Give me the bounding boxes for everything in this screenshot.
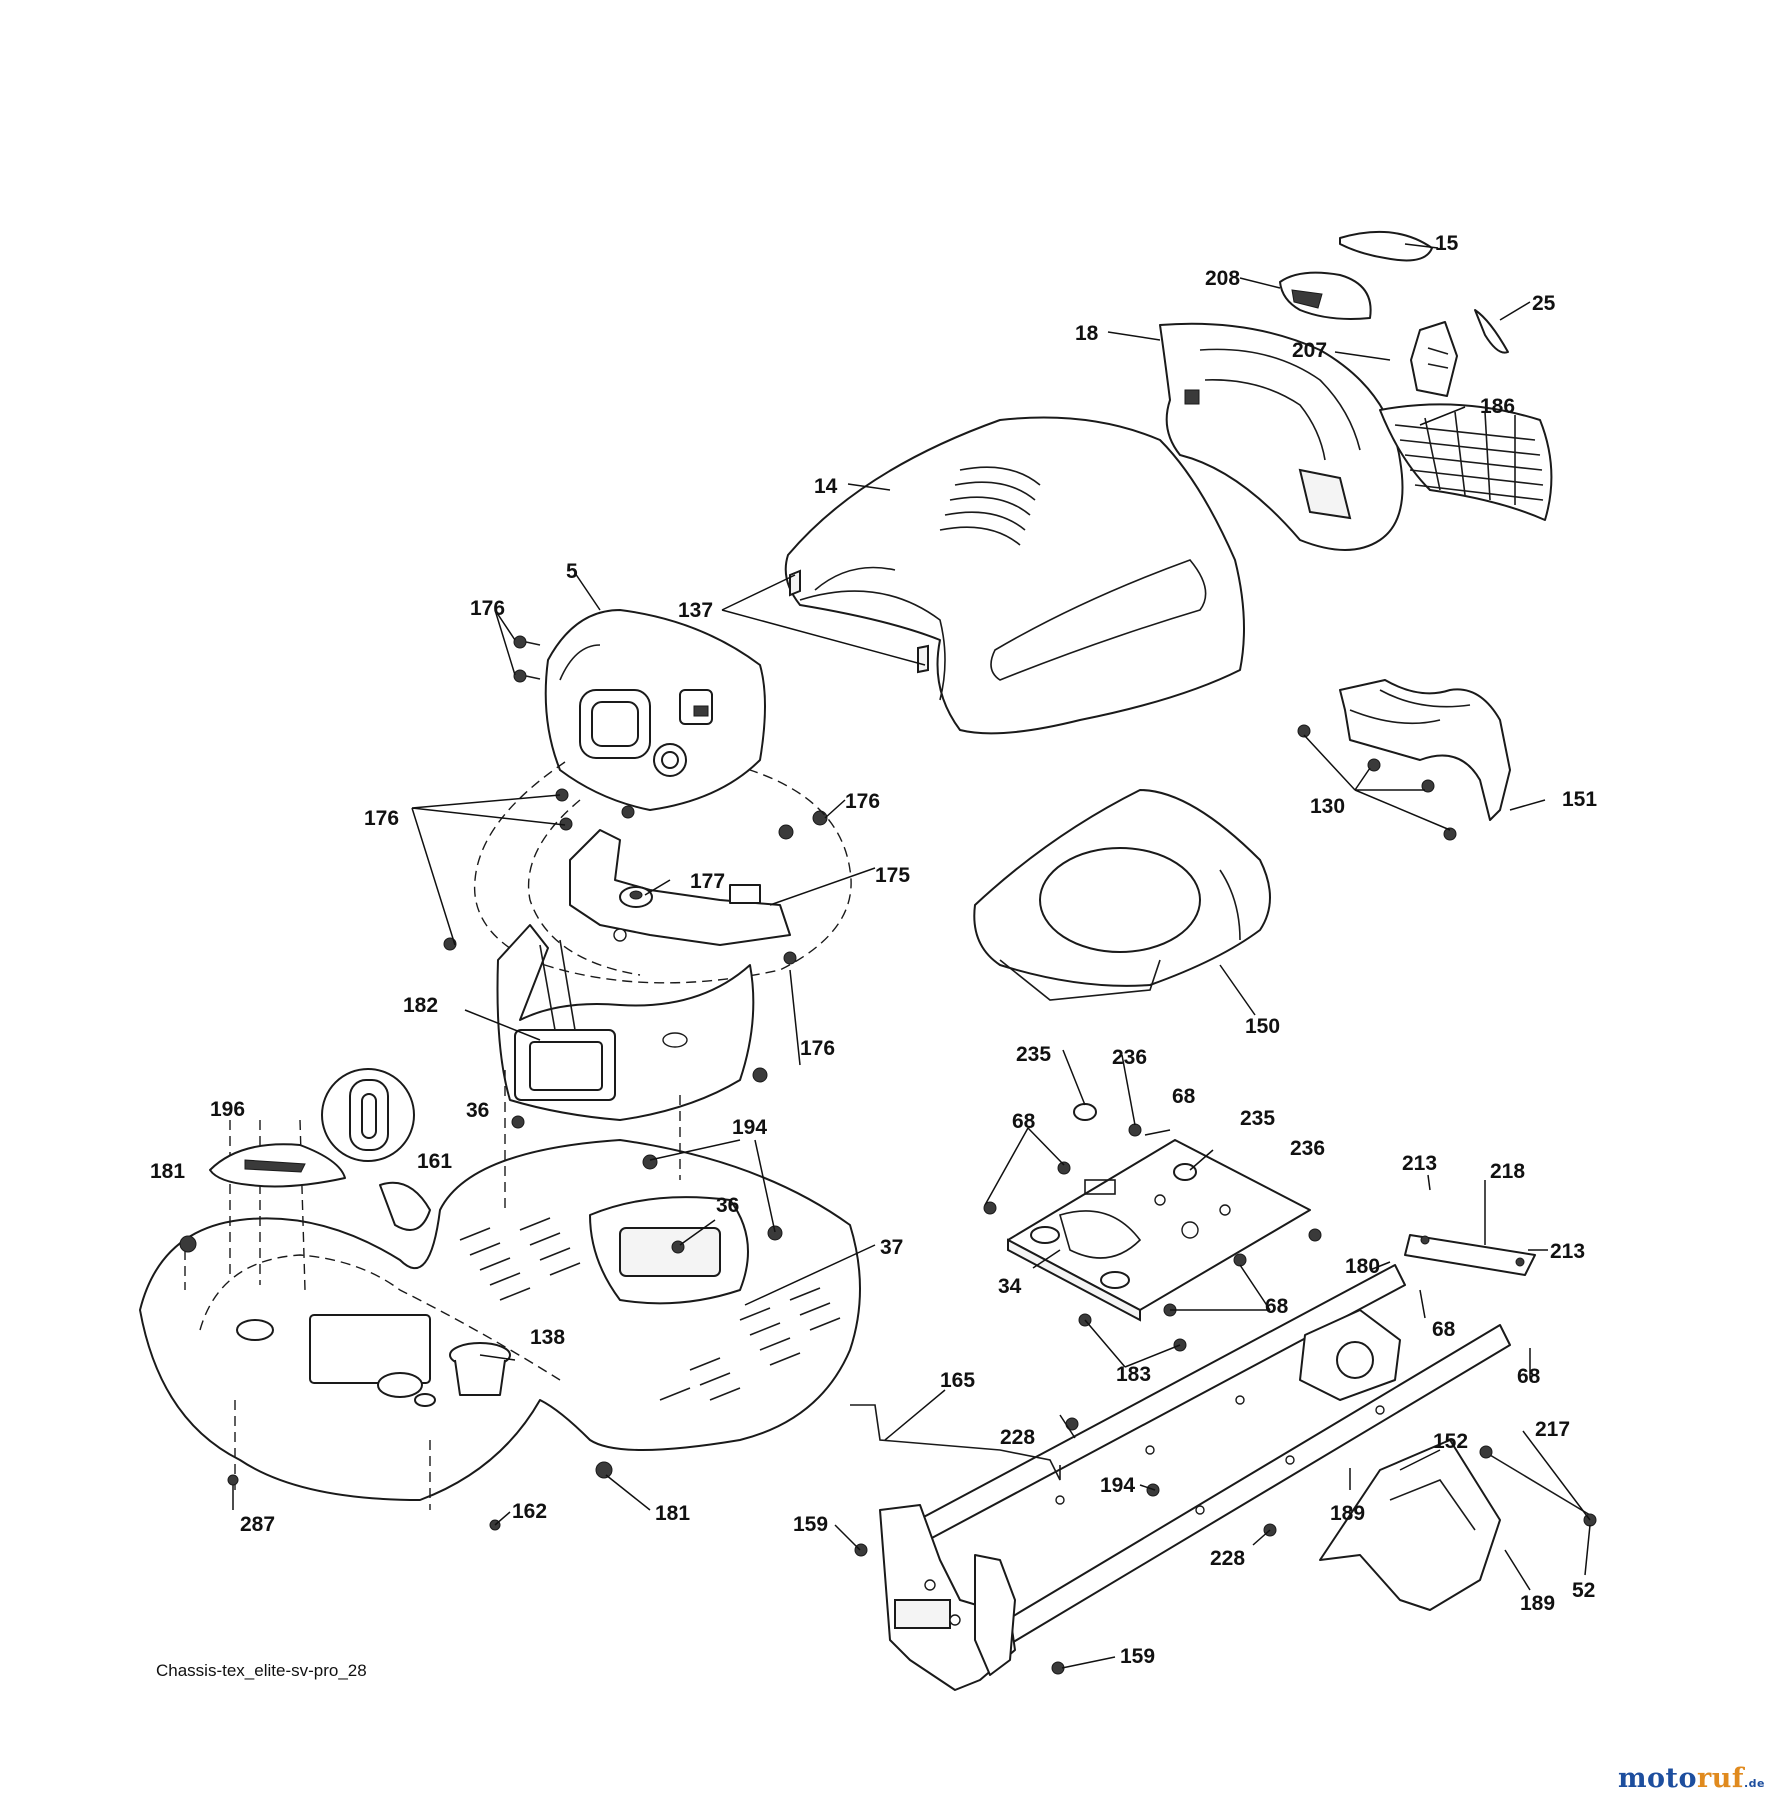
headlight-housing-part	[1279, 271, 1372, 320]
steering-column-cover-part	[496, 924, 755, 1121]
headlight-bracket-part	[1410, 321, 1458, 397]
callout-159-b: 159	[1120, 1645, 1155, 1668]
rear-hitch-plate-part	[1319, 1439, 1501, 1611]
callout-176-top: 176	[470, 597, 505, 620]
chassis-frame-part	[879, 1264, 1511, 1691]
callout-15: 15	[1435, 232, 1459, 255]
motoruf-logo: motoruf.de	[1618, 1763, 1765, 1794]
callout-176-left: 176	[364, 807, 399, 830]
callout-208: 208	[1205, 267, 1240, 290]
callout-130: 130	[1310, 795, 1345, 818]
callout-175: 175	[875, 864, 910, 887]
callout-207: 207	[1292, 339, 1327, 362]
callout-235-b: 235	[1240, 1107, 1275, 1130]
callout-189-a: 189	[1330, 1502, 1365, 1525]
brake-rod-part	[850, 1404, 1061, 1481]
logo-text-part2: ruf	[1697, 1763, 1744, 1794]
callout-14: 14	[814, 475, 838, 498]
callout-152: 152	[1433, 1430, 1468, 1453]
callout-196: 196	[210, 1098, 245, 1121]
grille-mesh-part	[1379, 403, 1553, 521]
callout-217: 217	[1535, 1418, 1570, 1441]
hood-clip-part	[917, 644, 929, 674]
callout-37: 37	[880, 1236, 903, 1259]
callout-189-b: 189	[1520, 1592, 1555, 1615]
seat-switch-inset	[321, 1068, 415, 1162]
callout-236-a: 236	[1112, 1046, 1147, 1069]
callout-218: 218	[1490, 1160, 1525, 1183]
callout-176-bottom: 176	[800, 1037, 835, 1060]
ignition-switch-part	[619, 886, 653, 908]
callout-194-a: 194	[732, 1116, 767, 1139]
fender-dash-guides	[184, 1070, 681, 1510]
callout-228-b: 228	[1210, 1547, 1245, 1570]
callout-36-a: 36	[466, 1099, 489, 1122]
callout-68-e: 68	[1517, 1365, 1541, 1388]
callout-213-a: 213	[1402, 1152, 1437, 1175]
callout-235-a: 235	[1016, 1043, 1051, 1066]
callout-25: 25	[1532, 292, 1556, 315]
callout-182: 182	[403, 994, 438, 1017]
callout-68-d: 68	[1432, 1318, 1456, 1341]
callout-181-a: 181	[150, 1160, 185, 1183]
engine-shroud-part	[973, 789, 1271, 1001]
callout-34: 34	[998, 1275, 1022, 1298]
callout-labels: 15 208 25 18 207 186 14 5 137 176 176 17…	[150, 232, 1597, 1668]
callout-36-b: 36	[716, 1194, 739, 1217]
diagram-caption: Chassis-tex_elite-sv-pro_28	[156, 1661, 367, 1680]
callout-18: 18	[1075, 322, 1099, 345]
callout-151: 151	[1562, 788, 1597, 811]
callout-68-b: 68	[1012, 1110, 1036, 1133]
callout-52: 52	[1572, 1579, 1595, 1602]
fuel-cap-part	[449, 1342, 511, 1396]
callout-181-b: 181	[655, 1502, 690, 1525]
logo-text-part1: moto	[1617, 1763, 1697, 1794]
hood-bracket-screws	[1297, 724, 1457, 841]
callout-287: 287	[240, 1513, 275, 1536]
dashboard-screws	[443, 635, 828, 1083]
callout-161: 161	[417, 1150, 452, 1173]
hood-part	[784, 416, 1245, 735]
hood-hinge-bracket-part	[1339, 679, 1511, 821]
dashboard-panel-part	[544, 609, 766, 811]
assembly-guide-lines-2	[527, 799, 641, 976]
callout-186: 186	[1480, 395, 1515, 418]
seat-switch-part	[379, 1181, 431, 1231]
callout-68-a: 68	[1172, 1085, 1196, 1108]
callout-150: 150	[1245, 1015, 1280, 1038]
logo-tld: .de	[1743, 1777, 1765, 1790]
callout-176-right: 176	[845, 790, 880, 813]
seat-adjust-lever-part	[209, 1143, 346, 1188]
callout-5: 5	[566, 560, 578, 583]
rear-fender-part	[139, 1139, 861, 1501]
hood-nose-part	[1159, 322, 1404, 551]
callout-180: 180	[1345, 1255, 1380, 1278]
callout-leader-lines	[232, 243, 1591, 1669]
callout-236-b: 236	[1290, 1137, 1325, 1160]
callout-162: 162	[512, 1500, 547, 1523]
callout-228-a: 228	[1000, 1426, 1035, 1449]
callout-194-b: 194	[1100, 1474, 1135, 1497]
callout-165: 165	[940, 1369, 975, 1392]
callout-138: 138	[530, 1326, 565, 1349]
callout-213-b: 213	[1550, 1240, 1585, 1263]
callout-68-c: 68	[1265, 1295, 1289, 1318]
fender-inner-outline	[199, 1254, 561, 1381]
assembly-guide-lines	[473, 761, 852, 984]
callout-177: 177	[690, 870, 725, 893]
callout-183: 183	[1116, 1363, 1151, 1386]
headlight-cover-part	[1339, 230, 1433, 262]
seat-plate-part	[1007, 1139, 1311, 1322]
lens-part	[1474, 309, 1509, 354]
callout-137: 137	[678, 599, 713, 622]
fender-vent-slots	[459, 1217, 841, 1401]
callout-159-a: 159	[793, 1513, 828, 1536]
dashboard-support-bracket-part	[569, 829, 791, 946]
seat-mount-bracket-part	[1404, 1234, 1536, 1276]
